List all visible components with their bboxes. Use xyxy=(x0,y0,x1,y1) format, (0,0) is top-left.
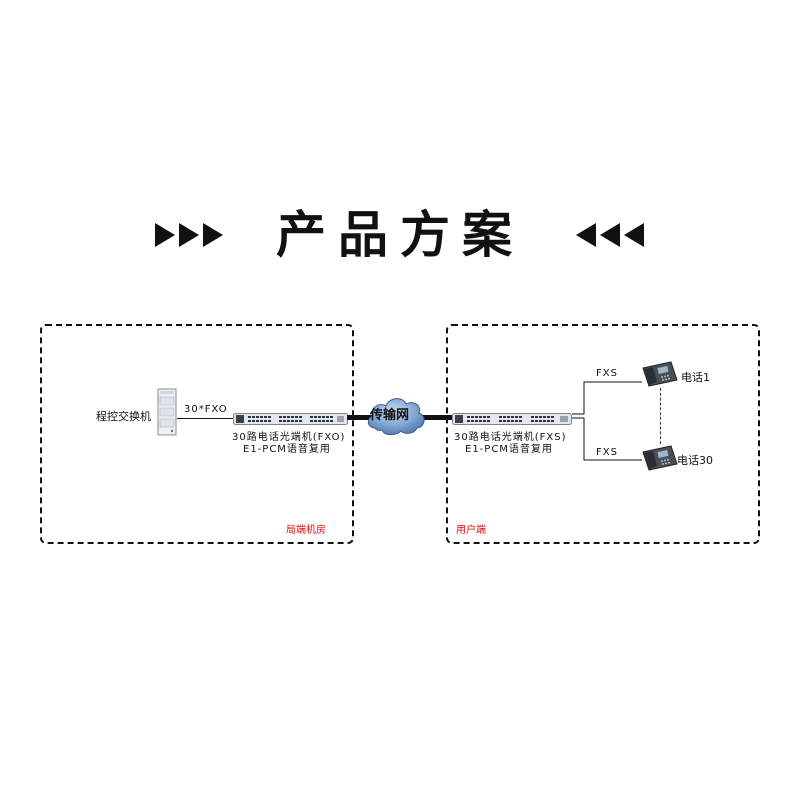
fxo-trunk-line xyxy=(177,418,233,419)
right-arrows-icon xyxy=(576,222,648,248)
page-title: 产品方案 xyxy=(276,206,524,264)
fxs-branch-lines xyxy=(572,378,652,468)
fxo-link-label: 30*FXO xyxy=(184,404,228,415)
fxo-device-sublabel: E1-PCM语音复用 xyxy=(243,444,331,455)
transmission-line-left xyxy=(347,415,373,420)
fxs-device-sublabel: E1-PCM语音复用 xyxy=(465,444,553,455)
pbx-label: 程控交换机 xyxy=(96,410,151,423)
fxo-phone-optical-terminal xyxy=(233,411,348,431)
fxs-top-label: FXS xyxy=(596,368,618,379)
user-side-label: 用户端 xyxy=(456,525,486,536)
network-label: 传输网 xyxy=(370,408,410,423)
telephone-30-icon xyxy=(641,442,679,476)
transmission-network-cloud-icon xyxy=(365,392,427,442)
central-office-region xyxy=(40,324,354,544)
fxs-device-label: 30路电话光端机(FXS) xyxy=(454,432,567,443)
fxs-phone-optical-terminal xyxy=(452,411,572,431)
phone-range-dotted-line xyxy=(660,388,661,444)
fxs-bottom-label: FXS xyxy=(596,447,618,458)
transmission-line-right xyxy=(420,415,452,420)
left-arrows-icon xyxy=(155,222,227,248)
fxo-device-label: 30路电话光端机(FXO) xyxy=(232,432,346,443)
telephone-1-icon xyxy=(641,358,679,392)
pbx-cabinet-icon xyxy=(157,388,177,440)
telephone-1-label: 电话1 xyxy=(681,371,710,384)
user-side-region xyxy=(446,324,760,544)
central-office-label: 局端机房 xyxy=(286,525,326,536)
telephone-30-label: 电话30 xyxy=(677,454,713,467)
